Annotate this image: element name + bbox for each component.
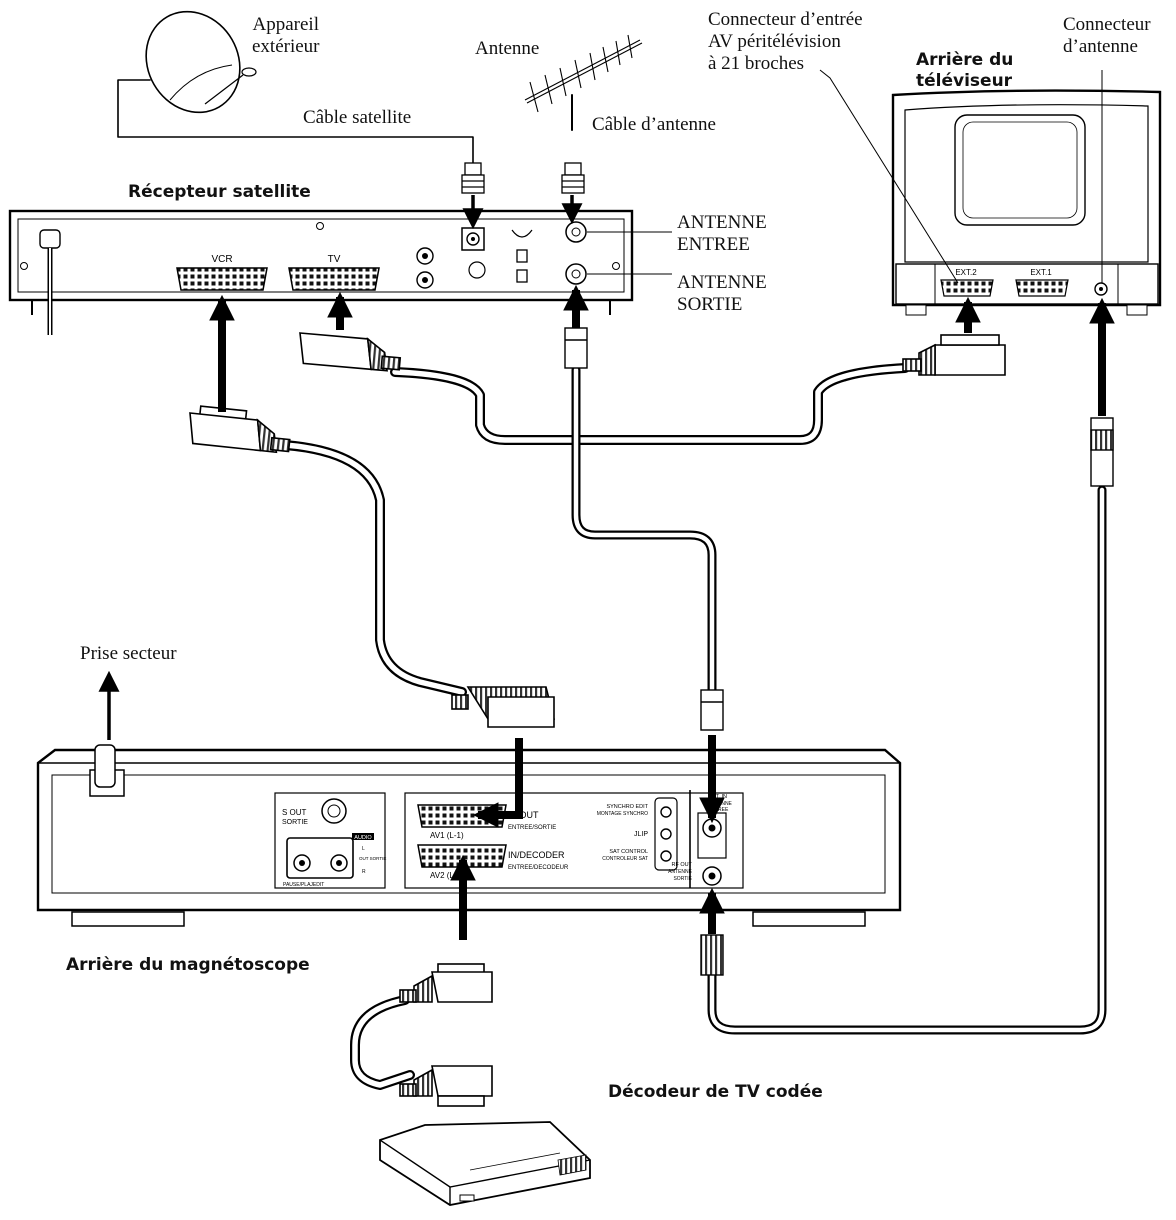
vcr-s-sortie-label: SORTIE	[282, 819, 308, 826]
label-scart-input: Connecteur d’entrée AV péritélévision à …	[708, 9, 863, 75]
receiver-tv-port-label: TV	[328, 254, 341, 265]
label-tv-antenna-connector: Connecteur d’antenne	[1063, 14, 1151, 58]
antenna-cable-receiver-to-vcr	[571, 365, 717, 695]
label-satellite-cable: Câble satellite	[303, 107, 412, 128]
vcr-audio-out-label: OUT SORTIE	[359, 856, 386, 861]
receiver-vcr-scart-port	[176, 267, 268, 291]
vcr-av1-label: AV1 (L-1)	[430, 831, 464, 840]
label-antenna-in-line2: ENTREE	[677, 234, 750, 255]
label-antenna: Antenne	[475, 38, 540, 59]
scart-plugs	[189, 332, 1006, 1107]
satellite-cable-line	[117, 79, 474, 166]
label-tv-rear-line2: téléviseur	[916, 71, 1013, 91]
label-tv-antenna-connector-line1: Connecteur	[1063, 14, 1151, 35]
label-tv-rear: Arrière du téléviseur	[916, 50, 1013, 92]
satellite-dish	[145, 10, 257, 114]
tv-ext1-scart-port	[1015, 279, 1069, 297]
label-mains-socket: Prise secteur	[80, 643, 177, 664]
vcr-av2-sub-label: ENTREE/DECODEUR	[508, 865, 569, 871]
label-tv-rear-line1: Arrière du	[916, 50, 1014, 70]
satellite-cable-plug	[461, 162, 485, 194]
tv-ext2-label: EXT.2	[955, 268, 977, 277]
label-antenna-cable: Câble d’antenne	[592, 114, 716, 135]
label-antenna-out-line1: ANTENNE	[677, 272, 767, 293]
television: EXT.2 EXT.1	[819, 69, 1162, 316]
vcr-sat-control-label: SAT CONTROL	[609, 849, 648, 855]
label-scart-input-line3: à 21 broches	[708, 53, 805, 74]
label-scart-input-line1: Connecteur d’entrée	[708, 9, 863, 30]
vcr-audio-r-label: R	[362, 869, 366, 875]
label-antenna-in: ANTENNE ENTREE	[677, 212, 767, 256]
tv-ext1-label: EXT.1	[1030, 268, 1052, 277]
vcr-synchro-edit-jack	[660, 806, 672, 818]
decoder	[379, 1121, 591, 1206]
label-outdoor-unit: Appareil extérieur	[252, 14, 320, 58]
label-antenna-in-line1: ANTENNE	[677, 212, 767, 233]
vcr-jlip-label: JLIP	[634, 831, 648, 838]
vcr-ant-in-label: ANT. IN	[708, 794, 727, 800]
label-decoder: Décodeur de TV codée	[608, 1082, 823, 1102]
label-scart-input-line2: AV péritélévision	[708, 31, 841, 52]
vcr-av1-inout-label: IN/OUT	[508, 810, 539, 820]
vcr-audio-l-label: L	[362, 846, 365, 852]
vcr-sat-control-jack	[660, 850, 672, 862]
label-outdoor-unit-line2: extérieur	[252, 36, 320, 57]
vcr-pause-edit-label: PAUSE/PLAJEDIT	[283, 882, 324, 888]
terrestrial-antenna	[524, 34, 643, 113]
vcr: S OUT SORTIE AUDIO L OUT SORTIE R PAUSE/…	[36, 744, 902, 927]
scart-cable-receiver-to-tv	[390, 363, 910, 445]
label-outdoor-unit-line1: Appareil	[252, 14, 319, 35]
tv-ext2-scart-port	[940, 279, 994, 297]
vcr-av2-label: AV2 (L-2)	[430, 871, 464, 880]
vcr-s-out-label: S OUT	[282, 808, 307, 817]
vcr-av2-decoder-label: IN/DECODER	[508, 850, 565, 860]
antenna-cable-plug	[561, 162, 585, 194]
cables	[117, 79, 1107, 1090]
vcr-montage-synchro-label: MONTAGE SYNCHRO	[597, 811, 648, 817]
connection-arrows	[209, 284, 1115, 940]
label-vcr-rear: Arrière du magnétoscope	[66, 955, 310, 975]
satellite-receiver: VCR TV	[8, 209, 672, 335]
label-satellite-receiver: Récepteur satellite	[128, 182, 311, 202]
vcr-av1-sub-label: ENTREE/SORTIE	[508, 825, 556, 831]
coax-plugs	[564, 327, 1114, 976]
vcr-audio-label: AUDIO	[354, 835, 372, 841]
scart-cable-vcr-to-decoder	[350, 995, 415, 1090]
label-antenna-out: ANTENNE SORTIE	[677, 272, 767, 316]
vcr-controleur-sat-label: CONTROLEUR SAT	[602, 856, 648, 862]
label-tv-antenna-connector-line2: d’antenne	[1063, 36, 1138, 57]
vcr-rf-out-sortie-label: SORTIE	[673, 876, 692, 882]
label-antenna-out-line2: SORTIE	[677, 294, 743, 315]
vcr-rf-out-antenne-label: ANTENNE	[668, 869, 693, 875]
vcr-rf-out-label: RF OUT	[672, 862, 693, 868]
vcr-s-video-port	[321, 798, 347, 824]
receiver-tv-scart-port	[288, 267, 380, 291]
vcr-jlip-jack	[660, 828, 672, 840]
vcr-synchro-edit-label: SYNCHRO EDIT	[606, 804, 648, 810]
receiver-vcr-port-label: VCR	[211, 254, 232, 265]
